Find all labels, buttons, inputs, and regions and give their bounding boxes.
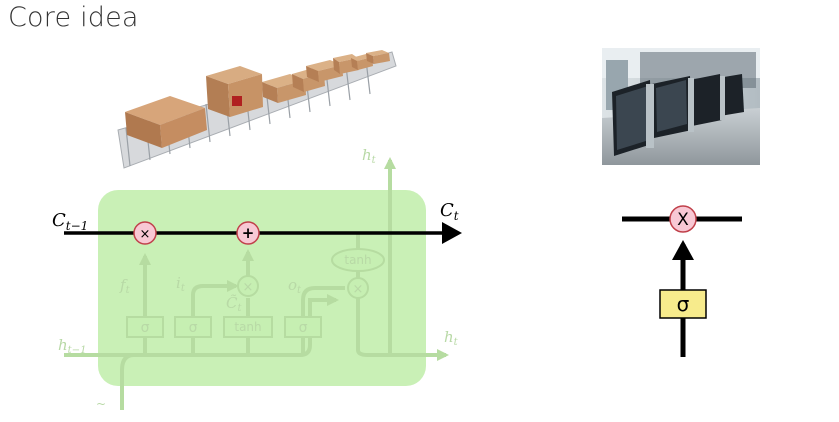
turnstile-gates-image	[602, 48, 760, 165]
hidden-in-label: ht−1	[58, 336, 86, 356]
input-sigma-box	[174, 316, 212, 338]
candidate-tanh-box	[223, 316, 273, 338]
forget-gate-label: ft	[119, 276, 131, 296]
output-tanh-node	[331, 248, 385, 272]
lstm-cell-diagram: σ σ tanh σ tanh × × ft it C̃t ot ht−1 ht…	[52, 146, 462, 411]
conveyor-belt-image	[117, 50, 397, 169]
input-multiply-node	[237, 275, 259, 297]
output-multiply-symbol: ×	[353, 282, 364, 297]
forget-sigma-box	[126, 316, 164, 338]
gate-multiply-node: X	[669, 205, 697, 233]
output-gate-label: ot	[288, 276, 302, 296]
hidden-out-label: ht	[444, 328, 459, 348]
slide-title: Core idea	[8, 2, 139, 33]
forget-sigma-label: σ	[141, 320, 150, 336]
forget-multiply-node: ×	[133, 221, 157, 245]
input-gate-label: it	[176, 274, 186, 294]
cell-state-in-label: Ct−1	[52, 210, 88, 233]
gate-diagram: X σ	[622, 205, 742, 357]
hidden-up-label: ht	[362, 146, 377, 166]
candidate-tanh-label: tanh	[234, 320, 261, 334]
x-input-mark: ~	[96, 397, 106, 411]
output-sigma-label: σ	[299, 320, 308, 336]
svg-text:×: ×	[140, 227, 151, 242]
output-sigma-box	[284, 316, 322, 338]
cell-state-out-label: Ct	[440, 200, 459, 223]
input-sigma-label: σ	[189, 320, 198, 336]
add-node: +	[236, 221, 260, 245]
svg-text:+: +	[242, 224, 255, 242]
svg-text:X: X	[677, 210, 689, 230]
output-multiply-node	[347, 277, 369, 299]
candidate-label: C̃t	[226, 294, 242, 314]
input-multiply-symbol: ×	[243, 280, 254, 295]
svg-text:σ: σ	[677, 292, 690, 316]
gate-sigma-box: σ	[659, 289, 707, 319]
output-tanh-label: tanh	[344, 253, 371, 267]
